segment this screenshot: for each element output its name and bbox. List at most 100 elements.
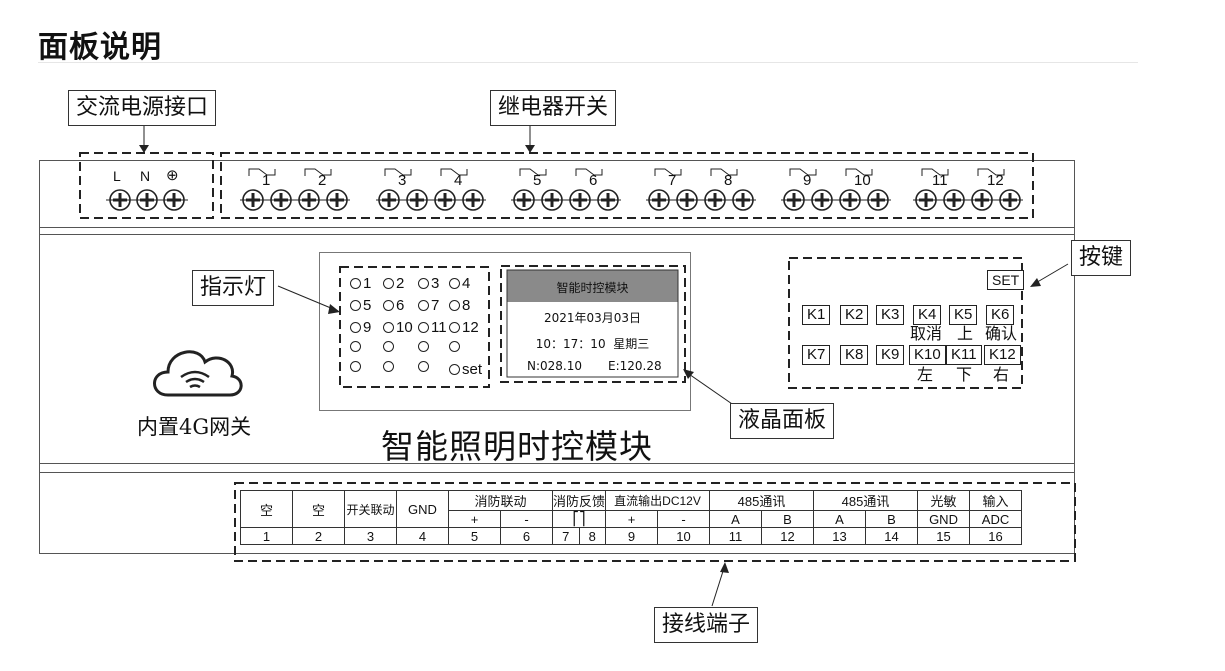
indicator-led-13: [350, 341, 363, 352]
terminal-cell: 开关联动: [344, 490, 397, 528]
terminal-number: 9: [605, 527, 659, 545]
terminal-cell: A: [813, 510, 867, 528]
lcd-header-bar: [507, 270, 678, 302]
terminal-table: 空 空 开关联动 GND 消防联动 消防反馈 直流输出DC12V 485通讯 4…: [240, 490, 1023, 545]
led-icon: [449, 341, 460, 352]
key-hint-confirm: 确认: [985, 324, 1018, 343]
key-set[interactable]: SET: [987, 270, 1025, 290]
terminal-cell: 输入: [969, 490, 1023, 511]
indicator-label: 4: [462, 275, 471, 292]
led-icon: [418, 341, 429, 352]
key-k4[interactable]: K4: [913, 305, 942, 325]
key-k10[interactable]: K10: [909, 345, 946, 365]
indicator-led-3: 3: [418, 275, 439, 292]
indicator-led-2: 2: [383, 275, 404, 292]
relay-number-11: 11: [932, 172, 948, 189]
indicator-label: 3: [431, 275, 440, 292]
indicator-led-1: 1: [350, 275, 371, 292]
page-title: 面板说明: [38, 30, 162, 65]
terminal-cell: B: [761, 510, 815, 528]
indicator-led-17: [350, 361, 363, 372]
terminal-cell: -: [657, 510, 711, 528]
terminal-cell: GND: [396, 490, 449, 528]
terminal-number: 7: [552, 527, 580, 545]
led-icon: [383, 278, 394, 289]
terminal-cell: 光敏: [917, 490, 971, 511]
terminal-number: 3: [344, 527, 397, 545]
terminal-group-box: [234, 482, 1076, 562]
callout-ac-power: 交流电源接口: [68, 90, 217, 126]
terminal-cell: GND: [917, 510, 971, 528]
device-body: [39, 160, 1075, 554]
indicator-led-10: 10: [383, 319, 413, 336]
relay-number-2: 2: [318, 172, 327, 189]
terminal-cell: +: [605, 510, 659, 528]
key-k2[interactable]: K2: [840, 305, 869, 325]
key-k11[interactable]: K11: [946, 345, 982, 365]
callout-indicator: 指示灯: [192, 270, 275, 306]
relay-switch-symbols: [248, 168, 1005, 176]
indicator-led-14: [383, 341, 396, 352]
indicator-led-7: 7: [418, 297, 439, 314]
led-icon: [350, 278, 361, 289]
terminal-cell: ⎡⎤: [551, 510, 607, 528]
key-k6[interactable]: K6: [986, 305, 1015, 325]
led-icon: [383, 341, 394, 352]
terminal-header-row: 空 空 开关联动 GND 消防联动 消防反馈 直流输出DC12V 485通讯 4…: [240, 490, 1023, 528]
key-k9[interactable]: K9: [876, 345, 905, 365]
terminal-number: 6: [500, 527, 553, 545]
key-hint-down: 下: [956, 365, 973, 384]
terminal-number: 8: [578, 527, 607, 545]
leader-keys: [1033, 263, 1069, 285]
terminal-cell: 消防反馈: [551, 490, 607, 511]
key-k8[interactable]: K8: [840, 345, 869, 365]
key-k3[interactable]: K3: [876, 305, 905, 325]
key-k1[interactable]: K1: [802, 305, 831, 325]
arrow-keys: [1030, 278, 1041, 287]
indicator-led-19: [418, 361, 431, 372]
key-k12[interactable]: K12: [984, 345, 1021, 365]
leader-indicator: [277, 285, 339, 312]
relay-number-8: 8: [724, 172, 733, 189]
terminal-number: 16: [969, 527, 1023, 545]
relay-number-7: 7: [668, 172, 677, 189]
key-k7[interactable]: K7: [802, 345, 831, 365]
key-group-box: [788, 257, 1023, 389]
terminal-cell: B: [865, 510, 919, 528]
indicator-label: 1: [363, 275, 372, 292]
terminal-cell: 485通讯: [709, 490, 815, 511]
terminal-cell: 485通讯: [813, 490, 919, 511]
terminal-number: 1: [240, 527, 293, 545]
led-icon: [350, 361, 361, 372]
key-k5[interactable]: K5: [949, 305, 978, 325]
relay-number-5: 5: [533, 172, 542, 189]
terminal-number: 10: [657, 527, 711, 545]
terminal-cell: 直流输出DC12V: [605, 490, 711, 511]
indicator-led-8: 8: [449, 297, 470, 314]
title-divider: [38, 62, 1138, 63]
relay-number-12: 12: [987, 172, 1004, 189]
indicator-label: 2: [396, 275, 405, 292]
terminal-cell: 消防联动: [448, 490, 553, 511]
indicator-led-9: 9: [350, 319, 371, 336]
terminal-cell: 空: [292, 490, 345, 528]
power-label-n: N: [140, 168, 151, 184]
indicator-led-6: 6: [383, 297, 404, 314]
power-group-box: [79, 152, 214, 219]
power-label-l: L: [113, 168, 121, 184]
key-hint-up: 上: [957, 324, 974, 343]
callout-terminal: 接线端子: [654, 607, 759, 643]
indicator-led-12: 12: [449, 319, 479, 336]
led-icon: [418, 278, 429, 289]
terminal-number: 5: [448, 527, 501, 545]
lcd-coords-n: N:028.10: [527, 359, 583, 373]
indicator-led-16: [449, 341, 462, 352]
lcd-header: 智能时控模块: [556, 281, 629, 295]
indicator-label: 11: [431, 319, 447, 336]
relay-number-4: 4: [454, 172, 463, 189]
terminal-number: 15: [917, 527, 971, 545]
led-icon: [350, 300, 361, 311]
lcd-frame: [506, 269, 679, 378]
led-icon: [418, 361, 429, 372]
indicator-label: 8: [462, 297, 471, 314]
